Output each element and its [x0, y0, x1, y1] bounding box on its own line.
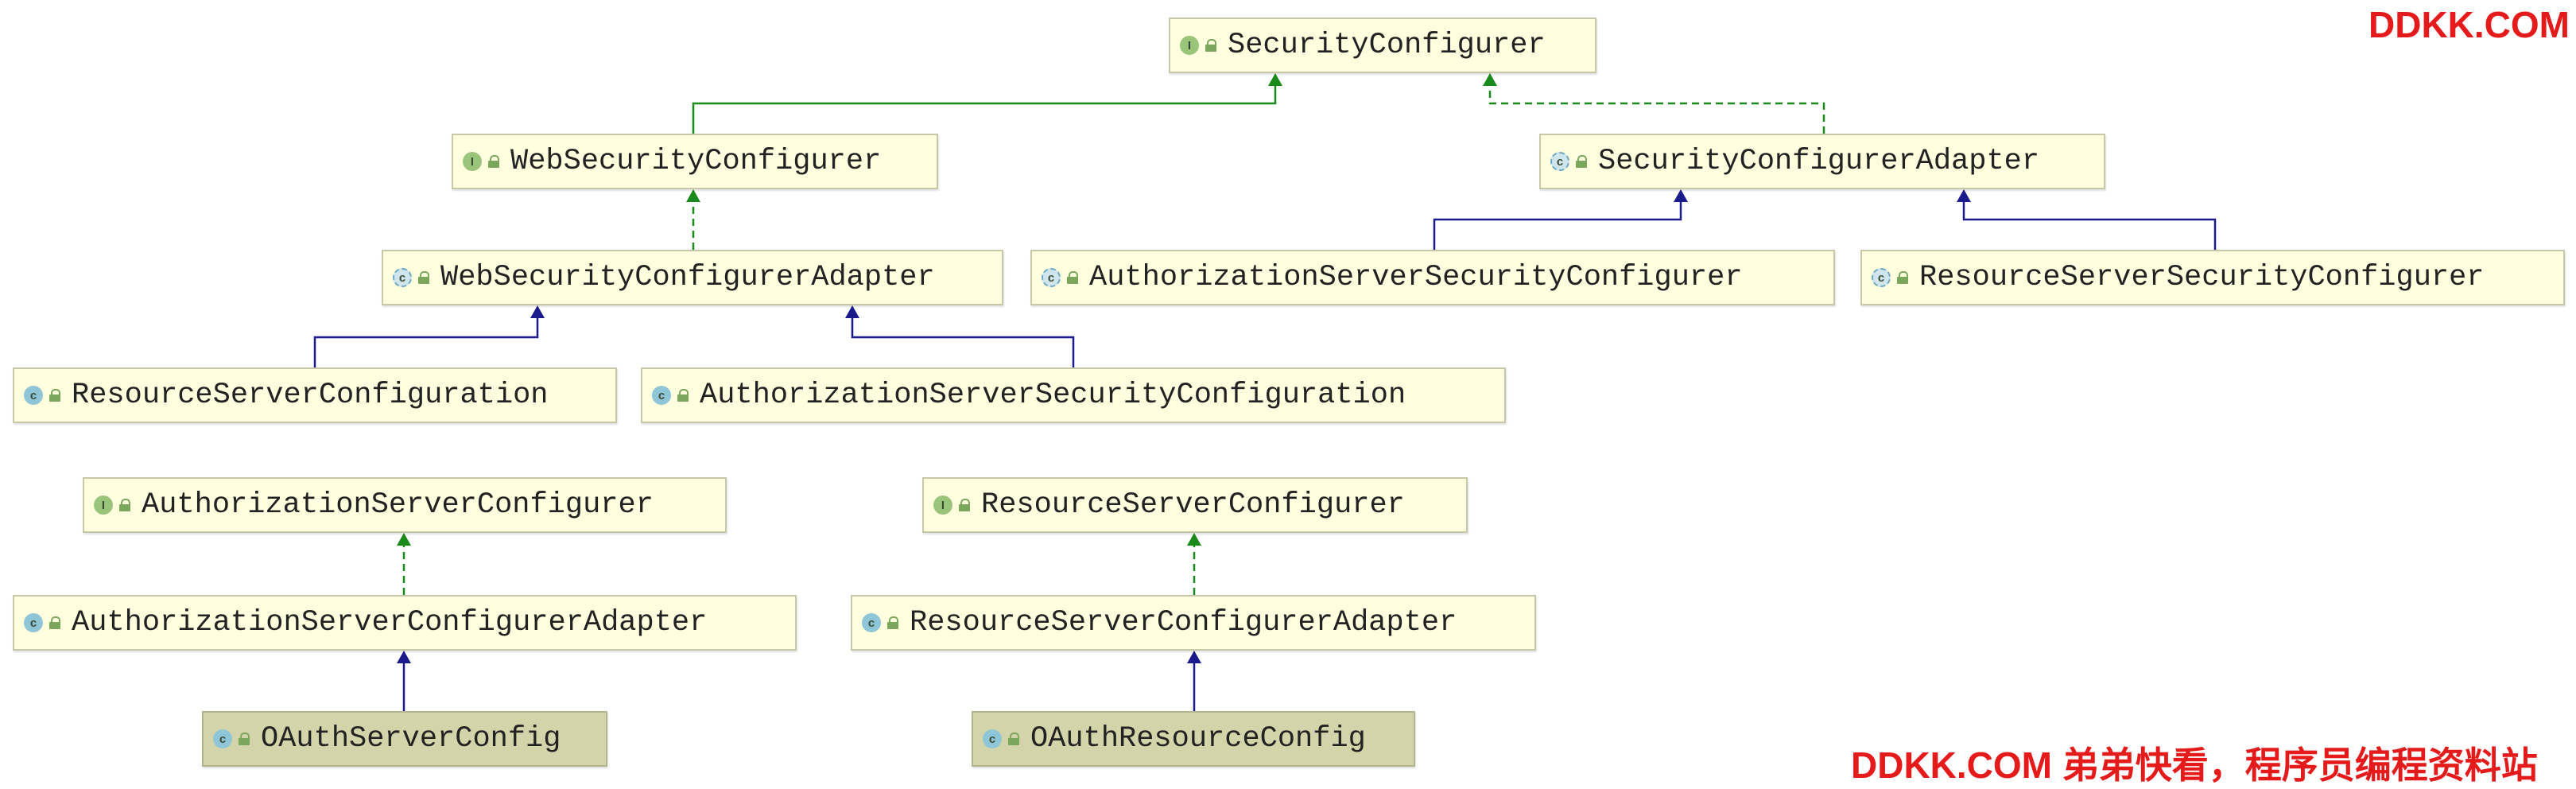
edge-resourceServerSecurityConfigurer-to-securityConfigurerAdapter: [1957, 189, 2217, 250]
class-node-resourceServerConfigurer[interactable]: I ResourceServerConfigurer: [922, 477, 1468, 533]
class-icon: c: [862, 613, 881, 632]
class-node-resourceServerConfigurerAdapter[interactable]: c ResourceServerConfigurerAdapter: [851, 595, 1536, 651]
edge-resourceServerConfiguration-to-webSecurityConfigurerAdapter: [313, 305, 545, 367]
edge-authorizationServerConfigurerAdapter-to-authorizationServerConfigurer: [397, 533, 411, 595]
class-name-label: WebSecurityConfigurerAdapter: [440, 261, 935, 294]
class-node-webSecurityConfigurerAdapter[interactable]: c WebSecurityConfigurerAdapter: [382, 250, 1003, 305]
edge-webSecurityConfigurerAdapter-to-webSecurityConfigurer: [686, 189, 700, 250]
edge-arrowhead: [530, 305, 545, 318]
edge-arrowhead: [1674, 189, 1688, 202]
class-icon: c: [652, 386, 671, 405]
edge-oauthServerConfig-to-authorizationServerConfigurerAdapter: [397, 651, 411, 711]
class-icon: c: [983, 729, 1002, 748]
class-icon: c: [213, 729, 232, 748]
public-access-icon: [677, 389, 689, 402]
edge-line: [313, 317, 539, 367]
edge-arrowhead: [686, 189, 700, 202]
class-icon: c: [24, 386, 43, 405]
watermark-top: DDKK.COM: [2368, 4, 2570, 45]
edge-resourceServerConfigurerAdapter-to-resourceServerConfigurer: [1187, 533, 1201, 595]
interface-icon: I: [1180, 36, 1199, 55]
class-icon: c: [24, 613, 43, 632]
class-node-resourceServerConfiguration[interactable]: c ResourceServerConfiguration: [13, 367, 617, 423]
class-name-label: AuthorizationServerSecurityConfigurer: [1089, 261, 1743, 294]
class-node-securityConfigurer[interactable]: I SecurityConfigurer: [1169, 17, 1596, 73]
public-access-icon: [1576, 155, 1587, 168]
class-name-label: WebSecurityConfigurer: [510, 145, 882, 178]
public-access-icon: [49, 616, 60, 629]
edge-arrowhead: [845, 305, 859, 318]
watermark-bottom: DDKK.COM 弟弟快看，程序员编程资料站: [1851, 744, 2538, 786]
abstract-class-icon: c: [1042, 268, 1061, 287]
public-access-icon: [49, 389, 60, 402]
class-name-label: ResourceServerConfiguration: [72, 379, 549, 412]
edge-oauthResourceConfig-to-resourceServerConfigurerAdapter: [1187, 651, 1201, 711]
abstract-class-icon: c: [1872, 268, 1891, 287]
class-node-oauthServerConfig[interactable]: c OAuthServerConfig: [202, 711, 607, 767]
edge-webSecurityConfigurer-to-securityConfigurer: [692, 73, 1282, 134]
edge-arrowhead: [1187, 651, 1201, 663]
class-node-resourceServerSecurityConfigurer[interactable]: c ResourceServerSecurityConfigurer: [1860, 250, 2565, 305]
class-name-label: AuthorizationServerSecurityConfiguration: [700, 379, 1406, 412]
class-node-authorizationServerSecurityConfigurer[interactable]: c AuthorizationServerSecurityConfigurer: [1030, 250, 1835, 305]
edge-arrowhead: [1268, 73, 1282, 86]
edge-line: [1433, 200, 1682, 250]
class-name-label: ResourceServerConfigurer: [981, 488, 1405, 522]
public-access-icon: [1205, 39, 1216, 52]
class-name-label: OAuthServerConfig: [261, 722, 561, 756]
edge-arrowhead: [1187, 533, 1201, 546]
edge-authorizationServerSecurityConfigurer-to-securityConfigurerAdapter: [1433, 189, 1688, 250]
interface-icon: I: [933, 496, 952, 515]
public-access-icon: [418, 271, 429, 284]
class-name-label: AuthorizationServerConfigurerAdapter: [72, 606, 708, 639]
public-access-icon: [119, 499, 130, 511]
class-name-label: AuthorizationServerConfigurer: [142, 488, 654, 522]
edge-line: [692, 84, 1277, 134]
edge-arrowhead: [397, 533, 411, 546]
public-access-icon: [1008, 733, 1019, 745]
interface-icon: I: [463, 152, 482, 171]
public-access-icon: [887, 616, 898, 629]
class-name-label: OAuthResourceConfig: [1030, 722, 1366, 756]
class-node-securityConfigurerAdapter[interactable]: c SecurityConfigurerAdapter: [1539, 134, 2105, 189]
class-name-label: SecurityConfigurer: [1228, 29, 1546, 62]
class-name-label: SecurityConfigurerAdapter: [1598, 145, 2040, 178]
abstract-class-icon: c: [1550, 152, 1569, 171]
abstract-class-icon: c: [393, 268, 412, 287]
edge-securityConfigurerAdapter-to-securityConfigurer: [1483, 73, 1825, 134]
class-node-oauthResourceConfig[interactable]: c OAuthResourceConfig: [972, 711, 1415, 767]
edge-arrowhead: [1483, 73, 1497, 86]
class-node-authorizationServerConfigurerAdapter[interactable]: c AuthorizationServerConfigurerAdapter: [13, 595, 797, 651]
public-access-icon: [1067, 271, 1078, 284]
edge-arrowhead: [397, 651, 411, 663]
edge-authorizationServerSecurityConfiguration-to-webSecurityConfigurerAdapter: [845, 305, 1075, 367]
public-access-icon: [239, 733, 250, 745]
class-name-label: ResourceServerConfigurerAdapter: [910, 606, 1457, 639]
interface-icon: I: [94, 496, 113, 515]
public-access-icon: [488, 155, 499, 168]
edge-line: [851, 317, 1075, 367]
edge-arrowhead: [1957, 189, 1971, 202]
class-node-authorizationServerConfigurer[interactable]: I AuthorizationServerConfigurer: [83, 477, 727, 533]
edge-line: [1488, 84, 1825, 134]
class-node-webSecurityConfigurer[interactable]: I WebSecurityConfigurer: [452, 134, 938, 189]
public-access-icon: [1897, 271, 1908, 284]
edge-line: [1962, 200, 2217, 250]
class-name-label: ResourceServerSecurityConfigurer: [1919, 261, 2485, 294]
public-access-icon: [959, 499, 970, 511]
class-node-authorizationServerSecurityConfiguration[interactable]: c AuthorizationServerSecurityConfiguratio…: [641, 367, 1506, 423]
